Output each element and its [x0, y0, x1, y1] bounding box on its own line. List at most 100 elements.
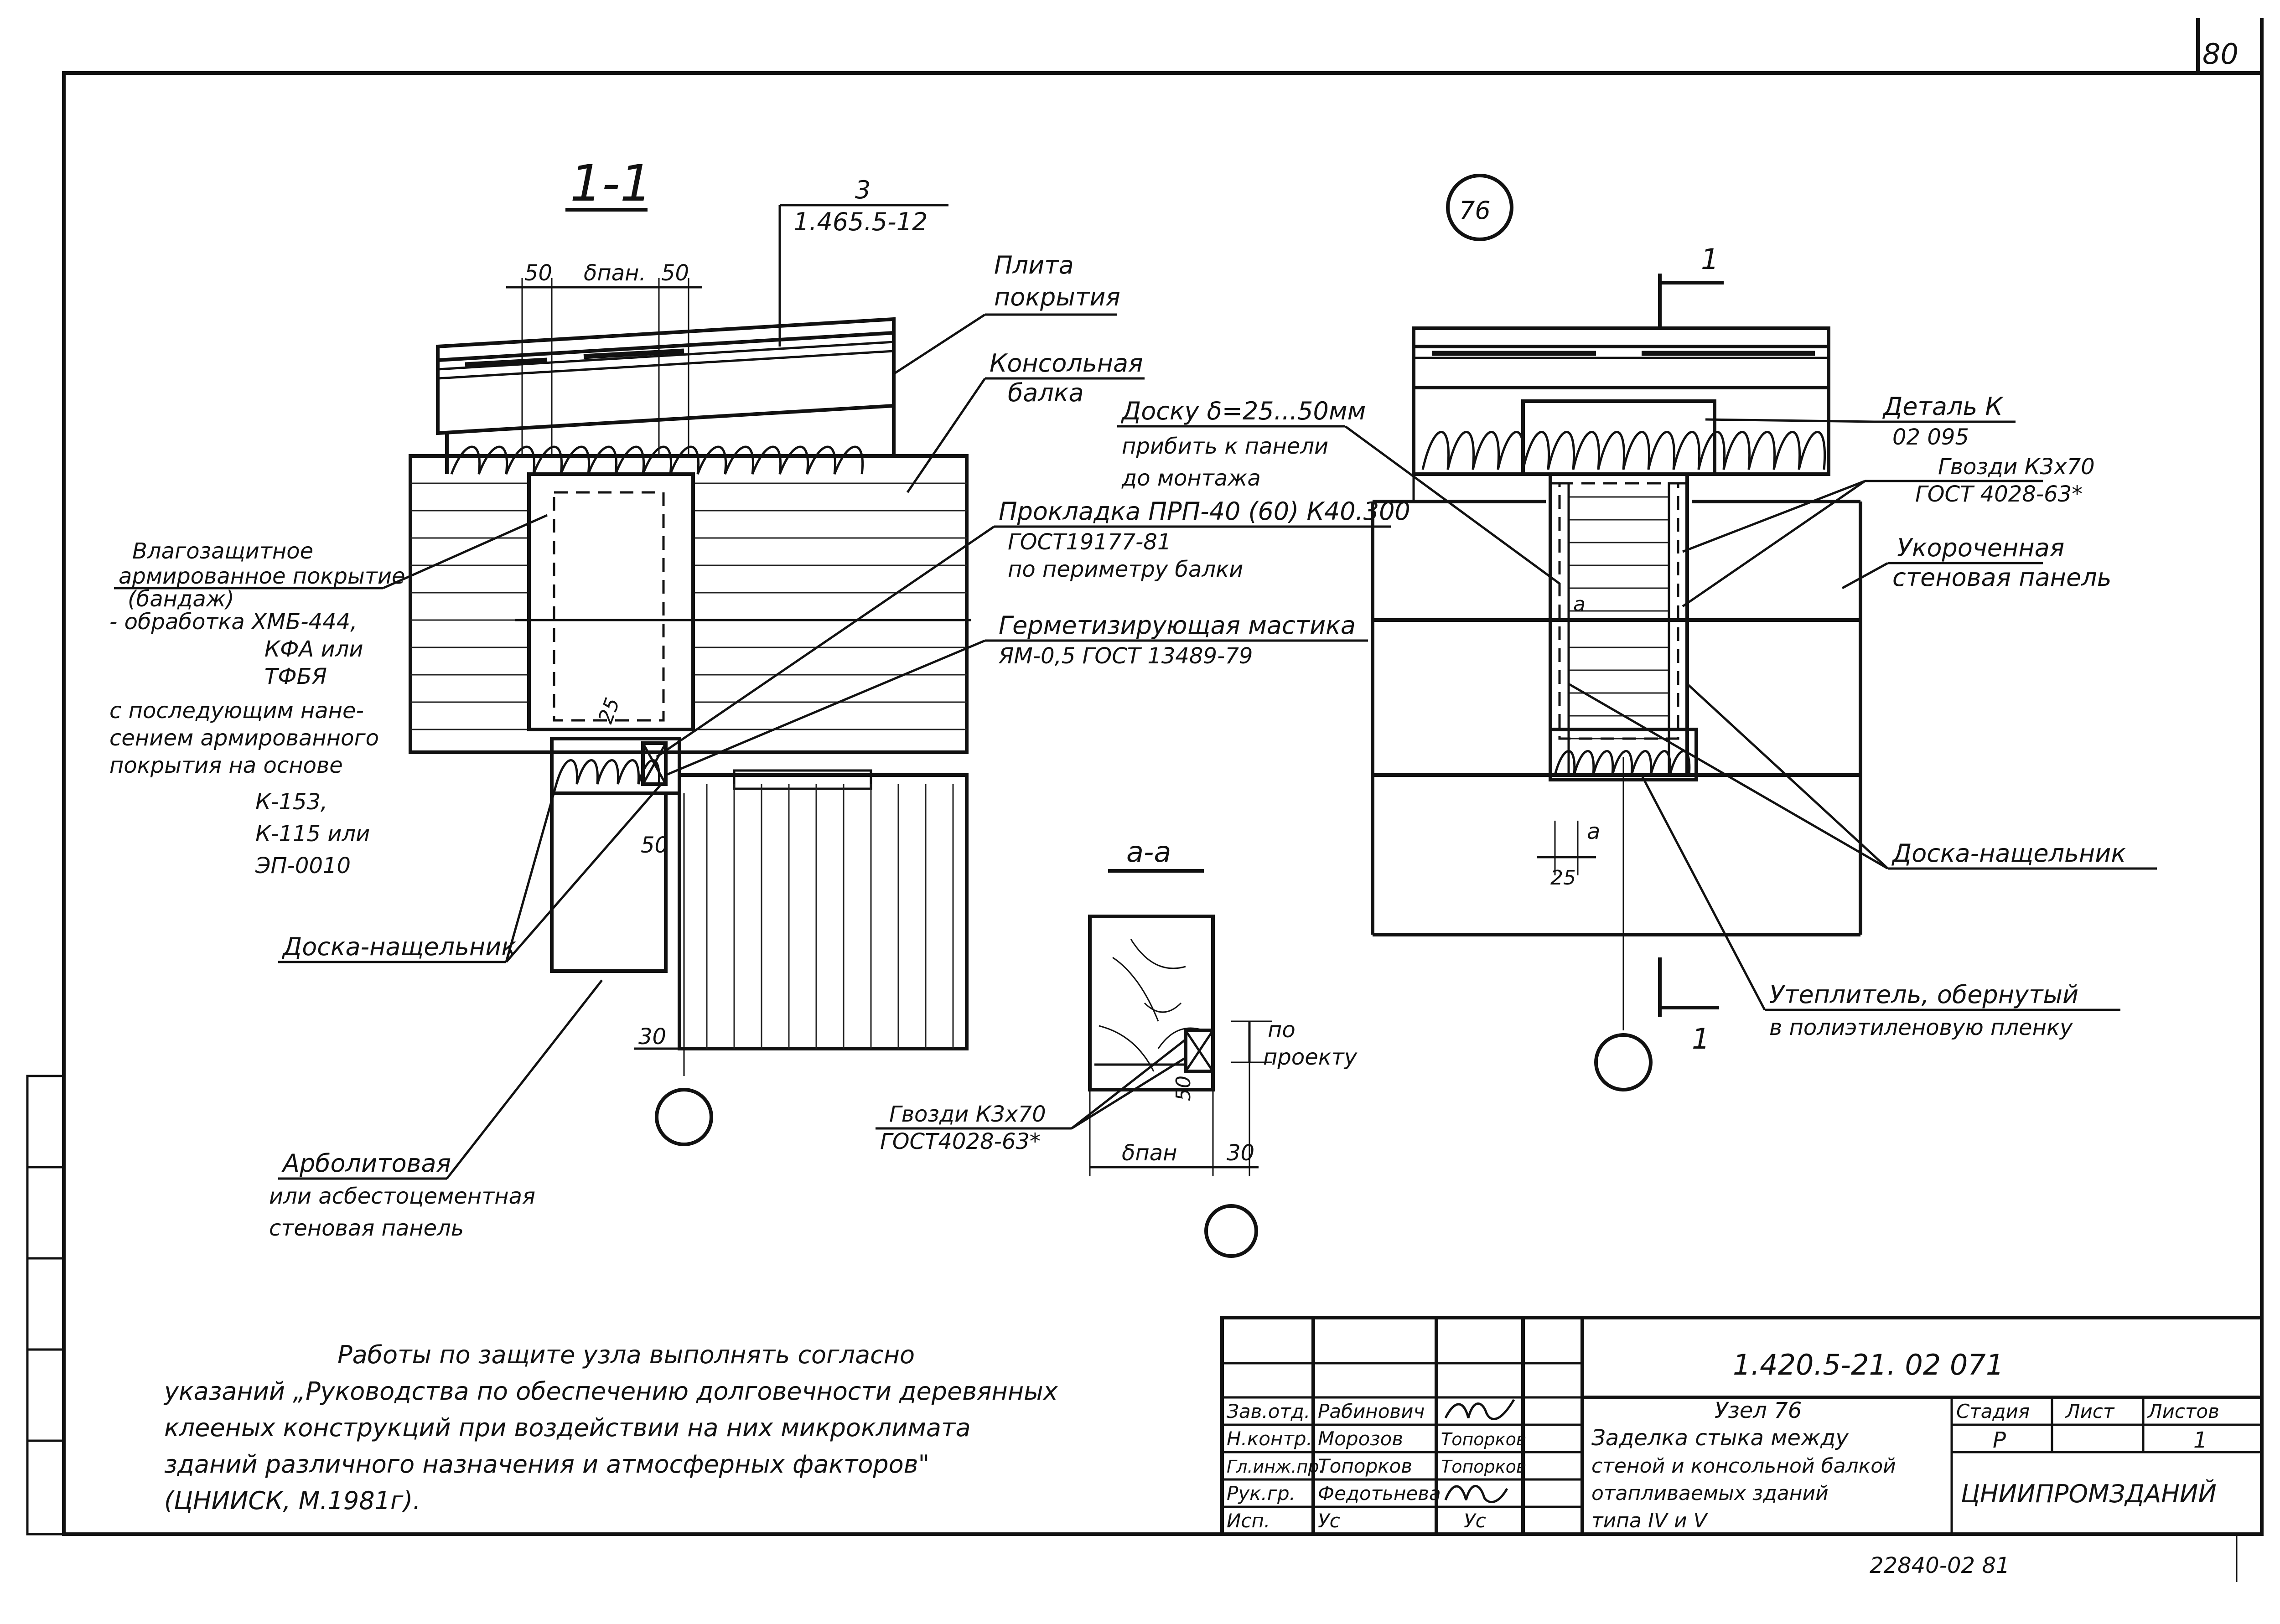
- label-plita-1: Плита: [994, 251, 1074, 279]
- label-mastika-1: Герметизирующая мастика: [999, 611, 1356, 640]
- signature-3: Топорков: [1441, 1457, 1526, 1477]
- label-plita-2: покрытия: [994, 283, 1120, 311]
- dim-25: 25: [594, 695, 624, 727]
- label-panel-1: Арболитовая: [281, 1149, 451, 1178]
- coating-line-11: К-115 или: [255, 821, 370, 847]
- header-sheets: Листов: [2147, 1400, 2219, 1422]
- label-doska-1-1: Доска-нащельник: [282, 932, 516, 961]
- title-line-5: типа IV и V: [1591, 1509, 1709, 1532]
- label-doska-pribit-2: прибить к панели: [1122, 434, 1328, 459]
- label-prokladka-2: ГОСТ19177-81: [1008, 529, 1171, 555]
- label-detal-2: 02 095: [1892, 424, 1969, 450]
- label-panel-76-1: Укороченная: [1897, 533, 2064, 562]
- dim-po-proektu-2: проекту: [1263, 1045, 1358, 1070]
- organization: ЦНИИПРОМЗДАНИЙ: [1961, 1479, 2217, 1508]
- label-gvozdi-a-a-1: Гвозди К3х70: [889, 1102, 1046, 1127]
- label-balka-1: Консольная: [990, 349, 1143, 378]
- label-doska-pribit-3: до монтажа: [1121, 465, 1261, 491]
- dim-a-a-30: 30: [1227, 1140, 1254, 1166]
- header-stage: Стадия: [1956, 1400, 2030, 1422]
- dim-30: 30: [638, 1024, 666, 1050]
- axis-bubble-a-a: [1204, 1204, 1258, 1258]
- node-76-marker: [1446, 174, 1513, 241]
- label-coating: Влагозащитное армированное покрытие (бан…: [109, 538, 405, 879]
- dim-a-lower: a: [1587, 819, 1600, 844]
- panel-hatching: [706, 784, 954, 1049]
- node-76: 76 1 1: [1117, 174, 2157, 1091]
- dim-po-proektu-1: по: [1268, 1017, 1295, 1043]
- label-uteplitel-1: Утеплитель, обернутый: [1769, 980, 2078, 1009]
- page-number: 80: [2202, 37, 2239, 71]
- label-doska-76: Доска-нащельник: [1891, 839, 2126, 868]
- ref-number: 3: [855, 176, 871, 204]
- label-doska-pribit-1: Доску δ=25...50мм: [1121, 397, 1366, 425]
- header-sheet: Лист: [2065, 1400, 2115, 1422]
- role-3: Гл.инж.пр.: [1227, 1457, 1324, 1477]
- coating-line-6: ТФБЯ: [264, 664, 327, 689]
- coating-line-9: покрытия на основе: [109, 753, 343, 778]
- archive-number: 22840-02 81: [1870, 1553, 2010, 1578]
- coating-line-12: ЭП-0010: [255, 853, 351, 879]
- axis-bubble: [655, 1088, 713, 1146]
- sheet-frame: [26, 18, 2264, 1582]
- name-3: Топорков: [1318, 1455, 1412, 1477]
- label-prokladka-1: Прокладка ПРП-40 (60) К40.300: [999, 497, 1410, 526]
- cut-mark-top: 1: [1701, 243, 1719, 276]
- section-1-1-title: 1-1: [570, 154, 652, 212]
- label-balka-2: балка: [1008, 378, 1084, 407]
- label-prokladka-3: по периметру балки: [1008, 557, 1243, 582]
- signature-4: [1444, 1484, 1508, 1503]
- coating-line-10: К-153,: [255, 789, 327, 815]
- section-a-a-title: a-a: [1126, 835, 1171, 869]
- title-line-3: стеной и консольной балкой: [1591, 1454, 1896, 1478]
- dim-50-right: 50: [661, 260, 689, 286]
- note-line-3: клееных конструкций при воздействии на н…: [164, 1413, 971, 1442]
- label-panel-3: стеновая панель: [269, 1215, 464, 1241]
- node-76-title: 76: [1459, 196, 1491, 225]
- dim-a-a-b-pan: δпан: [1122, 1140, 1177, 1166]
- dim-a-a-50: 50: [1172, 1076, 1195, 1101]
- title-line-4: отапливаемых зданий: [1591, 1482, 1829, 1505]
- signature-5: Ус: [1464, 1510, 1486, 1532]
- coating-line-4: - обработка ХМБ-444,: [109, 609, 357, 635]
- coating-line-2: армированное покрытие: [119, 564, 405, 589]
- doc-code: 1.420.5-21. 02 071: [1733, 1348, 2004, 1381]
- title-line-1: Узел 76: [1715, 1398, 1802, 1423]
- role-2: Н.контр.: [1227, 1427, 1312, 1450]
- name-5: Ус: [1318, 1510, 1340, 1532]
- coating-line-1: Влагозащитное: [132, 538, 313, 564]
- role-4: Рук.гр.: [1227, 1482, 1295, 1505]
- coating-line-5: КФА или: [264, 636, 363, 662]
- beam-hatching: [410, 482, 967, 730]
- label-gvozdi-a-a-2: ГОСТ4028-63*: [880, 1129, 1041, 1154]
- dim-25-node: 25: [1550, 866, 1576, 890]
- dim-b-pan: δпан.: [584, 260, 646, 286]
- note: Работы по защите узла выполнять согласно…: [163, 1340, 1058, 1515]
- note-line-1: Работы по защите узла выполнять согласно: [337, 1340, 915, 1369]
- label-gvozdi-76-1: Гвозди К3х70: [1938, 454, 2095, 480]
- ref-code: 1.465.5-12: [793, 207, 928, 236]
- title-block: 1.420.5-21. 02 071 Зав.отд. Н.контр. Гл.…: [1220, 1316, 2264, 1536]
- role-5: Исп.: [1227, 1510, 1270, 1532]
- signature-2: Топорков: [1441, 1429, 1526, 1449]
- section-a-a: a-a по проекту 50 δпан 30 Гвозди К3х70 Г…: [876, 835, 1358, 1258]
- dim-a-upper: a: [1573, 593, 1586, 616]
- axis-bubble-76: [1594, 1033, 1653, 1091]
- stage-value: Р: [1993, 1427, 2006, 1453]
- note-line-4: зданий различного назначения и атмосферн…: [164, 1450, 929, 1479]
- label-panel-2: или асбестоцементная: [269, 1184, 535, 1209]
- name-4: Федотьнева: [1318, 1482, 1441, 1505]
- role-1: Зав.отд.: [1227, 1400, 1310, 1422]
- label-panel-76-2: стеновая панель: [1892, 563, 2112, 592]
- note-line-5: (ЦНИИСК, М.1981г).: [164, 1486, 421, 1515]
- coating-line-7: с последующим нане-: [109, 698, 364, 724]
- joint-hatching: [1569, 496, 1669, 740]
- note-line-2: указаний „Руководства по обеспечению дол…: [163, 1377, 1058, 1406]
- signature-1: [1444, 1399, 1515, 1420]
- label-uteplitel-2: в полиэтиленовую пленку: [1769, 1015, 2073, 1040]
- coating-line-8: сением армированного: [109, 725, 379, 751]
- dim-50-bottom: 50: [641, 833, 668, 858]
- dim-50-left: 50: [524, 260, 552, 286]
- name-1: Рабинович: [1318, 1400, 1425, 1422]
